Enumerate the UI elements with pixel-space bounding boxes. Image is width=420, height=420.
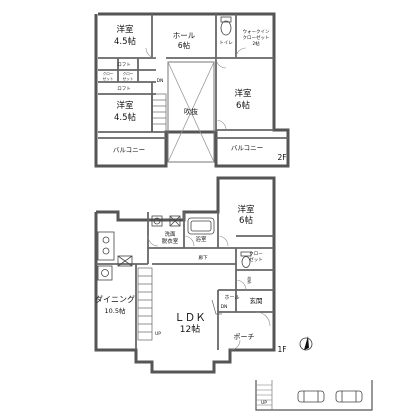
floor-label-2f: 2F [277, 153, 286, 162]
stairs-1f [137, 267, 222, 341]
room-size-wic: 2帖 [252, 40, 260, 47]
room-name-porch: ポーチ [234, 333, 255, 341]
parking-plan: UP [255, 380, 373, 411]
room-size-bed-sw: 4.5帖 [114, 112, 137, 123]
room-name-closet-r-2: ゼット [123, 76, 134, 81]
room-name-dining: ダイニング [95, 294, 135, 304]
stairs-label-dn-1f: DN [221, 304, 228, 310]
room-size-bed-nw: 4.5帖 [114, 36, 137, 47]
washroom-fixtures [151, 215, 181, 227]
room-name-loft-top: ロフト [117, 62, 131, 68]
north-arrow-icon [299, 336, 313, 351]
room-name-closet-r-1: クロー [123, 71, 134, 76]
toilet-fixture-2f [220, 16, 232, 36]
stairs-label-up-1f: UP [155, 331, 161, 337]
room-name-toilet-2f: トイレ [219, 41, 233, 46]
floor-1-plan: 洋室 6帖 洗面 脱衣室 浴室 廊下 クロー ゼット 収納 ホール 玄関 ダイニ… [94, 176, 287, 374]
room-size-bed-e: 6帖 [236, 100, 250, 111]
room-name-closet-1f-1: クロー [249, 251, 263, 257]
room-name-wash-1: 洗面 [164, 230, 176, 238]
room-name-void: 吹抜 [184, 107, 198, 116]
room-name-bed-nw: 洋室 [116, 24, 134, 35]
void-area [167, 61, 215, 163]
room-size-bed-1f: 6帖 [239, 215, 253, 226]
room-name-balcony-r: バルコニー [231, 144, 263, 152]
room-name-hall-2f: ホール [173, 31, 196, 40]
room-name-bed-sw: 洋室 [116, 100, 134, 111]
room-name-closet-l-2: ゼット [103, 76, 114, 81]
kitchen-fixtures [97, 231, 133, 281]
room-name-wash-2: 脱衣室 [162, 237, 179, 245]
stairs-2f [151, 93, 167, 133]
parking-up-label: UP [261, 400, 267, 406]
room-name-balcony-l: バルコニー [113, 146, 145, 154]
room-name-bath: 浴室 [195, 235, 207, 243]
room-name-wic-2: クローゼット [243, 34, 270, 41]
floor-label-1f: 1F [277, 345, 286, 354]
toilet-fixture-1f [240, 251, 252, 268]
room-name-hall-1f: ホール [224, 295, 239, 301]
room-size-dining: 10.5帖 [105, 306, 126, 315]
room-name-ldk: ＬＤＫ [174, 312, 206, 324]
room-name-bed-1f: 洋室 [237, 204, 255, 215]
car-icon [335, 390, 363, 403]
room-name-closet-1f-2: ゼット [249, 256, 263, 263]
room-name-closet-l-1: クロー [103, 71, 114, 76]
room-name-bed-e: 洋室 [234, 88, 252, 99]
room-name-loft-bot: ロフト [117, 86, 131, 92]
room-size-ldk: 12帖 [180, 323, 200, 335]
bathtub-fixture [187, 217, 215, 235]
stairs-label-dn-2f: DN [157, 78, 164, 84]
room-name-wic-1: ウォークイン [243, 28, 270, 35]
car-icon [297, 390, 325, 403]
room-name-storage: 収納 [247, 277, 252, 285]
room-name-corridor: 廊下 [199, 254, 208, 261]
floor-2-plan: 洋室 4.5帖 ホール 6帖 トイレ ウォークイン クローゼット 2帖 ロフト … [94, 12, 290, 168]
room-name-entrance: 玄関 [250, 296, 263, 305]
room-size-hall-2f: 6帖 [178, 40, 191, 50]
